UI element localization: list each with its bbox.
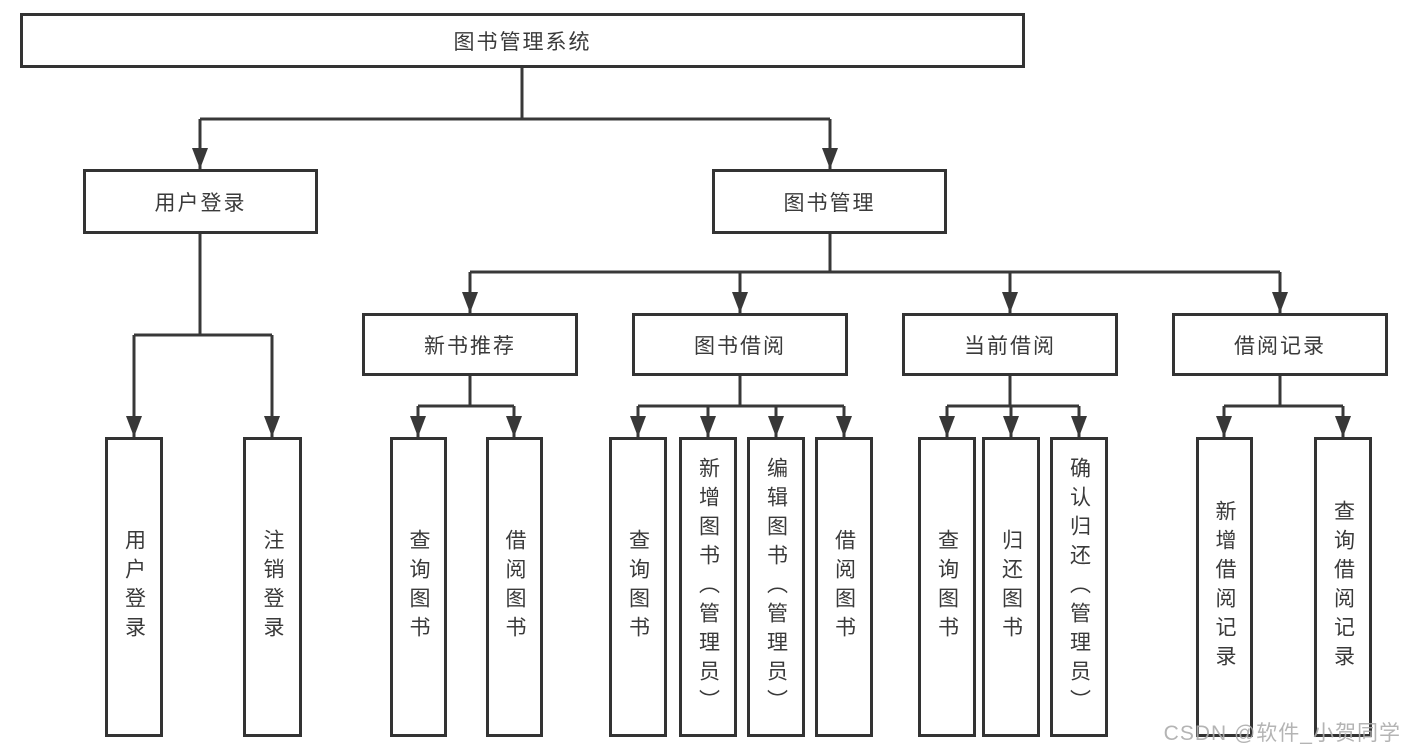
leaf-newbook-borrow-books: 借阅图书 — [486, 437, 543, 737]
leaf-borrow-add-books-admin: 新增图书（管理员） — [679, 437, 737, 737]
leaf-current-confirm-return-admin: 确认归还（管理员） — [1050, 437, 1108, 737]
leaf-current-return-books: 归还图书 — [982, 437, 1040, 737]
leaf-borrow-edit-books-admin: 编辑图书（管理员） — [747, 437, 805, 737]
leaf-borrow-query-books: 查询图书 — [609, 437, 667, 737]
leaf-user-login: 用户登录 — [105, 437, 163, 737]
leaf-label: 注销登录 — [261, 529, 284, 645]
node-book-borrow: 图书借阅 — [632, 313, 848, 376]
leaf-label: 用户登录 — [122, 529, 146, 645]
leaf-newbook-query-books: 查询图书 — [390, 437, 447, 737]
leaf-label: 确认归还（管理员） — [1067, 456, 1091, 718]
leaf-label: 查询图书 — [935, 529, 959, 645]
node-newbook-recommend: 新书推荐 — [362, 313, 578, 376]
leaf-current-query-books: 查询图书 — [918, 437, 976, 737]
leaf-label: 查询借阅记录 — [1331, 500, 1355, 674]
leaf-label: 借阅图书 — [503, 529, 526, 645]
leaf-label: 查询图书 — [407, 529, 430, 645]
node-user-login: 用户登录 — [83, 169, 318, 234]
leaf-label: 借阅图书 — [832, 529, 856, 645]
node-borrow-records: 借阅记录 — [1172, 313, 1388, 376]
leaf-label: 新增借阅记录 — [1213, 500, 1236, 674]
leaf-label: 编辑图书（管理员） — [764, 456, 788, 718]
node-current-borrow: 当前借阅 — [902, 313, 1118, 376]
leaf-label: 新增图书（管理员） — [696, 456, 720, 718]
leaf-label: 归还图书 — [999, 529, 1023, 645]
node-book-management: 图书管理 — [712, 169, 947, 234]
leaf-records-query-record: 查询借阅记录 — [1314, 437, 1372, 737]
leaf-logout-login: 注销登录 — [243, 437, 302, 737]
node-root-library-system: 图书管理系统 — [20, 13, 1025, 68]
csdn-watermark: CSDN @软件_小贺同学 — [1163, 722, 1401, 745]
leaf-borrow-borrow-books: 借阅图书 — [815, 437, 873, 737]
leaf-records-add-record: 新增借阅记录 — [1196, 437, 1253, 737]
leaf-label: 查询图书 — [626, 529, 650, 645]
